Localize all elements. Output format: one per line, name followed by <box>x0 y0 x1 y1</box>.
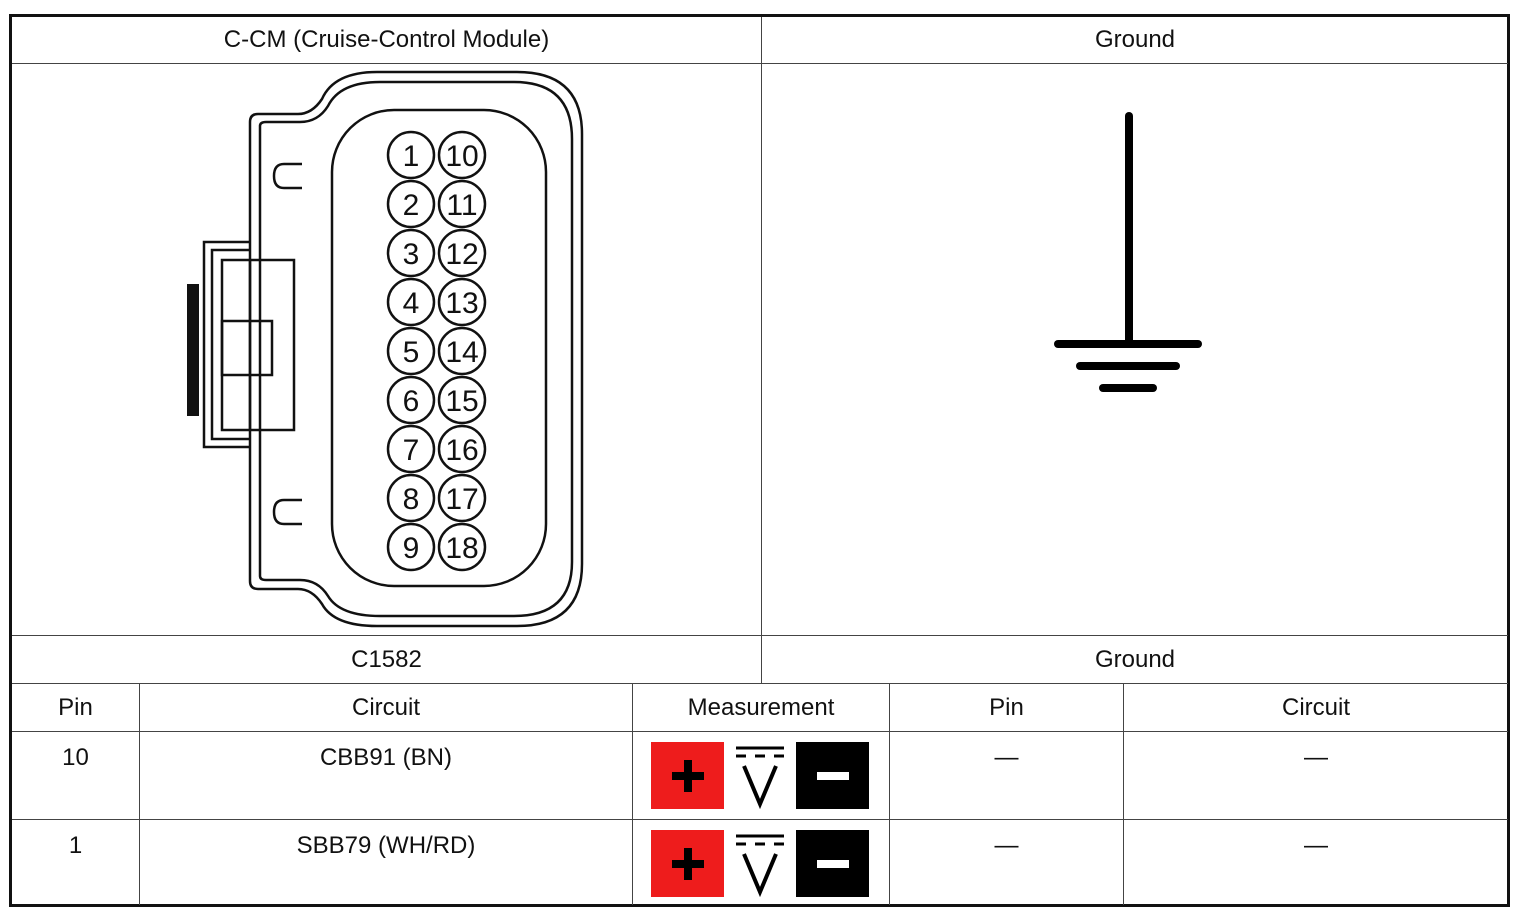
connector-pin: 18 <box>437 522 487 572</box>
connector-pin: 3 <box>386 228 436 278</box>
column-header-measurement: Measurement <box>687 693 835 721</box>
connector-pin: 11 <box>437 179 487 229</box>
connector-pin: 7 <box>386 424 436 474</box>
diagram-frame <box>9 14 1510 907</box>
table-row-circuit: SBB79 (WH/RD) <box>296 832 476 859</box>
connector-pin-label: 3 <box>403 238 420 271</box>
connector-pin-label: 15 <box>445 385 478 418</box>
table-row-ground-circuit: — <box>1304 744 1328 771</box>
connector-pin: 2 <box>386 179 436 229</box>
ground-label: Ground <box>1094 645 1176 673</box>
connector-pin-label: 5 <box>403 336 420 369</box>
divider <box>139 683 140 905</box>
plus-icon <box>651 742 724 809</box>
column-header-ground-circuit: Circuit <box>1281 693 1350 721</box>
connector-pin: 14 <box>437 326 487 376</box>
divider <box>12 63 1508 64</box>
column-header-ground-pin: Pin <box>989 693 1024 721</box>
divider <box>761 17 762 684</box>
divider <box>12 819 1508 820</box>
divider <box>889 683 890 905</box>
column-header-circuit: Circuit <box>351 693 420 721</box>
connector-pin-label: 1 <box>403 140 420 173</box>
connector-pin: 8 <box>386 473 436 523</box>
measurement-icons <box>651 830 869 898</box>
connector-pin: 13 <box>437 277 487 327</box>
connector-pin: 1 <box>386 130 436 180</box>
divider <box>632 683 633 905</box>
column-header-pin: Pin <box>58 693 93 721</box>
connector-pin-label: 11 <box>446 189 477 222</box>
table-row-ground-pin: — <box>994 744 1019 771</box>
connector-pin-label: 4 <box>403 287 420 320</box>
dc-voltmeter-icon <box>730 742 790 810</box>
module-title: C-CM (Cruise-Control Module) <box>223 26 550 53</box>
connector-pin-label: 13 <box>445 287 478 320</box>
measurement-icons <box>651 742 869 810</box>
table-row-ground-circuit: — <box>1304 832 1328 859</box>
connector-pin-label: 18 <box>445 532 478 565</box>
connector-pin: 10 <box>437 130 487 180</box>
divider <box>12 731 1508 732</box>
minus-icon <box>796 830 869 897</box>
connector-pin-label: 17 <box>445 483 478 516</box>
connector-pin: 4 <box>386 277 436 327</box>
table-row-pin: 10 <box>62 744 89 771</box>
plus-icon <box>651 830 724 897</box>
table-row-ground-pin: — <box>994 832 1019 859</box>
connector-pin-label: 10 <box>445 140 478 173</box>
connector-pin: 16 <box>437 424 487 474</box>
divider <box>12 683 1508 684</box>
connector-pin: 15 <box>437 375 487 425</box>
ground-symbol-icon <box>1054 112 1202 392</box>
connector-pin: 6 <box>386 375 436 425</box>
connector-name: C1582 <box>351 645 422 673</box>
divider <box>12 635 1508 636</box>
connector-pin: 5 <box>386 326 436 376</box>
connector-pin-label: 14 <box>445 336 478 369</box>
connector-pin-label: 6 <box>403 385 420 418</box>
connector-pin-label: 9 <box>403 532 420 565</box>
ground-title: Ground <box>1094 26 1176 53</box>
dc-voltmeter-icon <box>730 830 790 898</box>
connector-pin-label: 8 <box>403 483 420 516</box>
connector-pin-label: 2 <box>403 189 420 222</box>
connector-pin: 17 <box>437 473 487 523</box>
connector-pin: 9 <box>386 522 436 572</box>
connector-pin-label: 12 <box>445 238 478 271</box>
connector-pin: 12 <box>437 228 487 278</box>
connector-pin-label: 7 <box>403 434 420 467</box>
minus-icon <box>796 742 869 809</box>
divider <box>1123 683 1124 905</box>
table-row-pin: 1 <box>68 832 83 859</box>
table-row-circuit: CBB91 (BN) <box>319 744 453 771</box>
connector-pin-label: 16 <box>445 434 478 467</box>
